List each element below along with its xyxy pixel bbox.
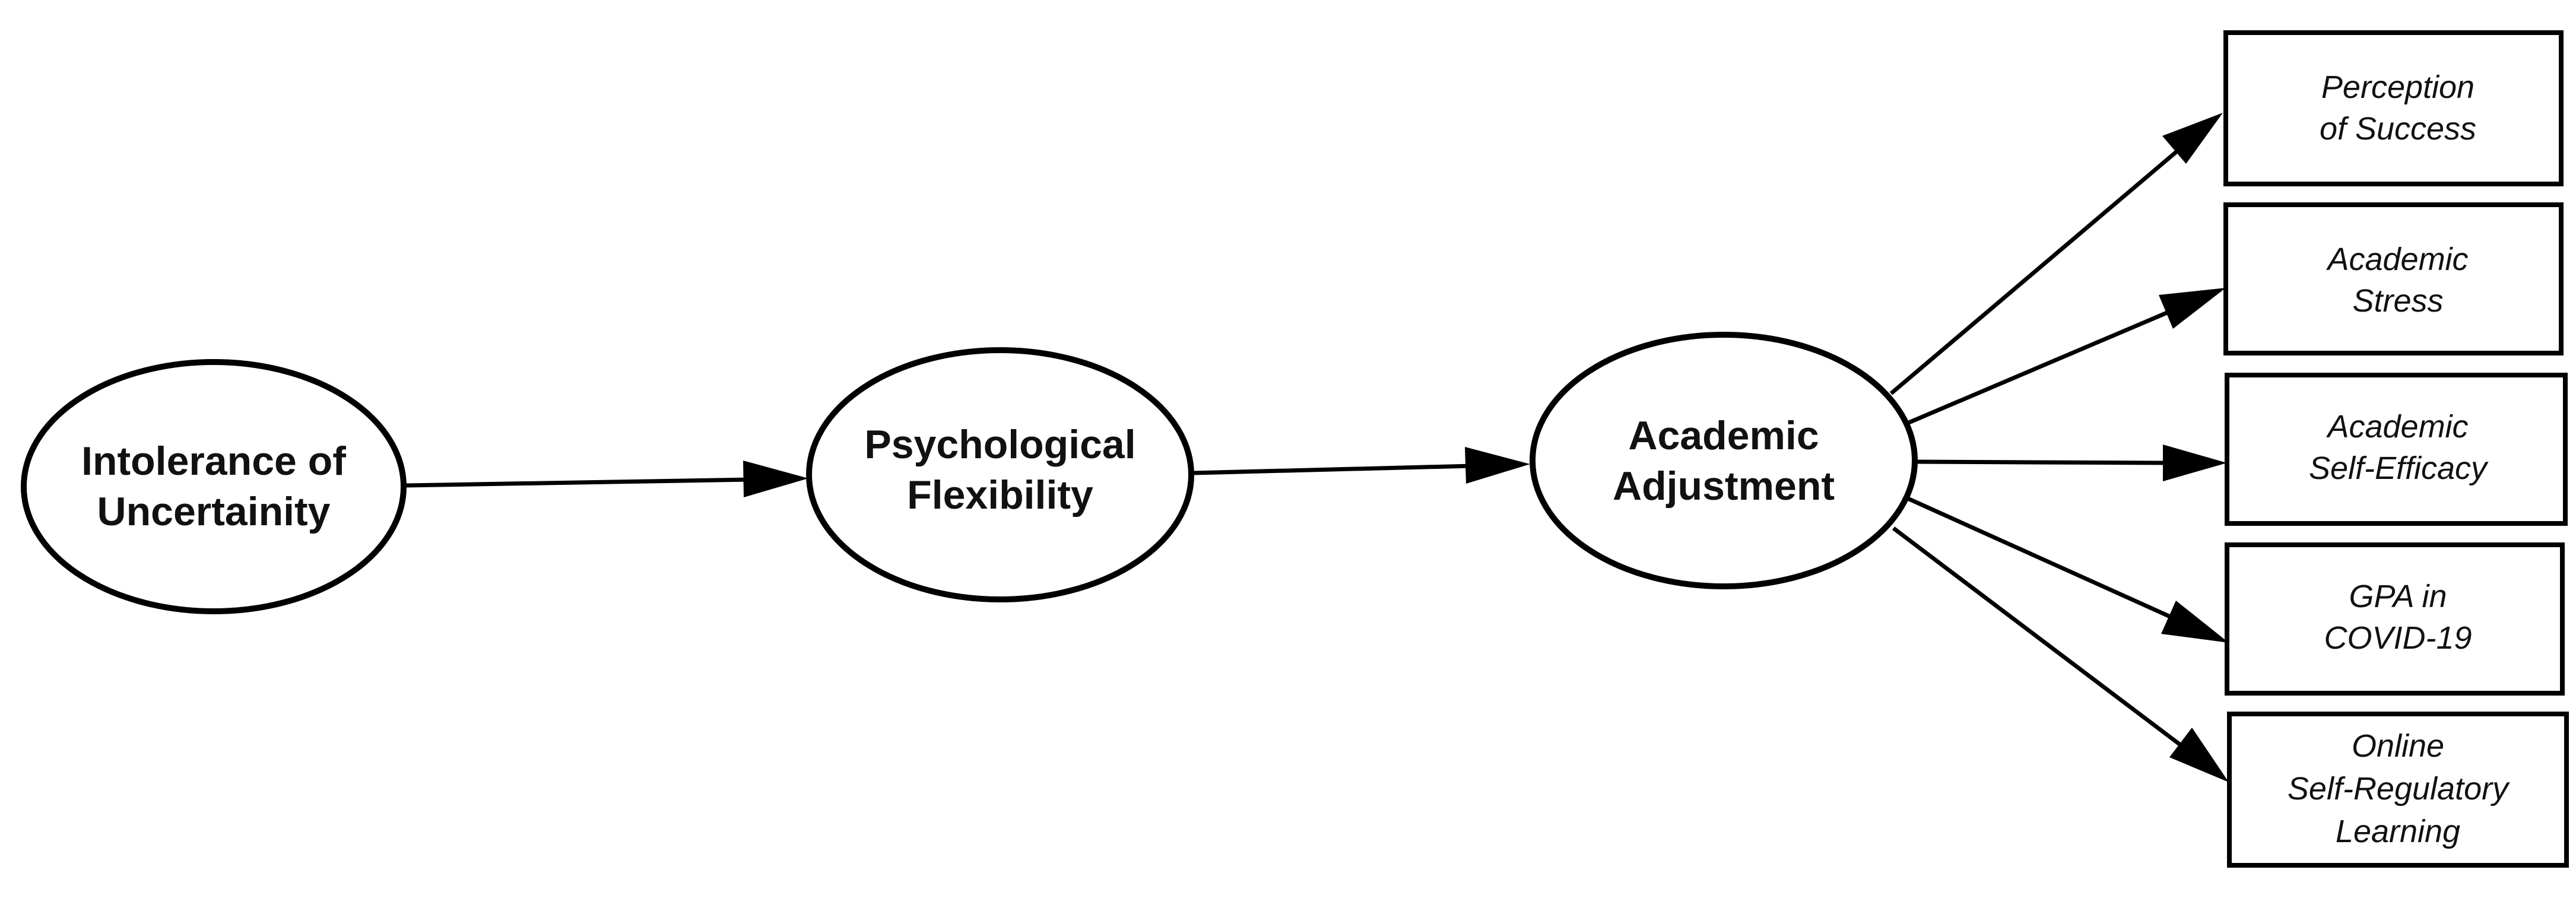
indicator-academic-stress: Academic Stress — [2223, 202, 2564, 355]
ellipse-intolerance — [21, 359, 407, 614]
label-flexibility-line2: Flexibility — [907, 472, 1093, 518]
edges — [404, 113, 2229, 782]
arrowhead-adjustment-to-perception — [2162, 113, 2223, 164]
label-online-line1: Online — [2352, 728, 2444, 764]
latent-psychological-flexibility: Psychological Flexibility — [806, 347, 1194, 602]
label-intolerance-line1: Intolerance of — [81, 439, 346, 484]
box-stress — [2223, 202, 2564, 355]
edge-flexibility-to-adjustment — [1192, 464, 1473, 475]
indicator-academic-self-efficacy: Academic Self-Efficacy — [2225, 373, 2568, 526]
box-gpa — [2225, 542, 2565, 696]
arrowhead-adjustment-to-efficacy — [2163, 445, 2227, 481]
ellipse-adjustment — [1530, 332, 1918, 589]
latent-intolerance-of-uncertainty: Intolerance of Uncertainity — [21, 359, 407, 614]
indicator-online-self-regulatory-learning: Online Self-Regulatory Learning — [2227, 712, 2569, 868]
ellipse-flexibility — [806, 347, 1194, 602]
label-gpa-line1: GPA in — [2349, 579, 2447, 614]
edge-adjustment-to-perception — [1889, 148, 2180, 395]
label-gpa-line2: COVID-19 — [2324, 620, 2472, 656]
label-stress-line1: Academic — [2326, 242, 2468, 277]
label-flexibility-line1: Psychological — [864, 422, 1135, 467]
label-intolerance-line2: Uncertainity — [97, 489, 331, 534]
arrowhead-adjustment-to-gpa — [2161, 601, 2229, 643]
label-adjustment-line2: Adjustment — [1613, 464, 1835, 509]
arrowhead-flexibility-to-adjustment — [1465, 447, 1530, 484]
edge-adjustment-to-online — [1892, 526, 2186, 750]
edge-adjustment-to-efficacy — [1914, 459, 2169, 465]
label-online-line2: Self-Regulatory — [2288, 771, 2510, 807]
label-perception-line1: Perception — [2321, 69, 2475, 105]
indicator-gpa-in-covid-19: GPA in COVID-19 — [2225, 542, 2565, 696]
indicator-perception-of-success: Perception of Success — [2223, 30, 2564, 186]
label-adjustment-line1: Academic — [1628, 413, 1819, 458]
label-efficacy-line1: Academic — [2326, 409, 2468, 445]
label-perception-line2: of Success — [2320, 111, 2476, 147]
label-online-line3: Learning — [2336, 814, 2460, 849]
label-stress-line2: Stress — [2352, 283, 2443, 319]
label-efficacy-line2: Self-Efficacy — [2309, 450, 2489, 486]
box-efficacy — [2225, 373, 2568, 526]
edge-adjustment-to-gpa — [1904, 495, 2177, 621]
box-online — [2227, 712, 2569, 868]
arrowhead-intolerance-to-flexibility — [743, 461, 808, 497]
box-perception — [2223, 30, 2564, 186]
edge-intolerance-to-flexibility — [404, 477, 751, 488]
arrowhead-adjustment-to-stress — [2159, 288, 2226, 329]
edge-adjustment-to-stress — [1908, 308, 2174, 425]
arrowhead-adjustment-to-online — [2169, 728, 2229, 782]
latent-academic-adjustment: Academic Adjustment — [1530, 332, 1918, 589]
